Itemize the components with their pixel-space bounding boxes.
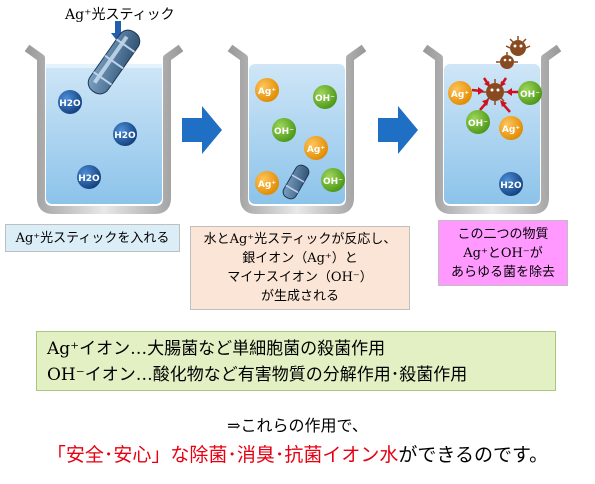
step2-line: 銀イオン（Ag⁺）と <box>242 251 358 266</box>
step2-line: 水とAg⁺光スティックが反応し、 <box>203 232 397 247</box>
h2o-ion: H2O <box>58 90 82 114</box>
oh-ion: OH⁻ <box>466 110 490 134</box>
flow-arrow-2 <box>378 106 418 154</box>
ag-ion: Ag⁺ <box>448 81 472 105</box>
flow-arrow-1 <box>182 106 222 154</box>
svg-text:Ag⁺: Ag⁺ <box>502 125 520 135</box>
step2-caption: 水とAg⁺光スティックが反応し、 銀イオン（Ag⁺）と マイナスイオン（OH⁻）… <box>190 226 410 310</box>
effect-ag: Ag⁺イオン…大腸菌など単細胞菌の殺菌作用 <box>47 339 386 359</box>
germ-icon <box>496 52 518 69</box>
ag-ion: Ag⁺ <box>255 171 279 195</box>
step1-text: Ag⁺光スティックを入れる <box>15 230 170 246</box>
step3-line: あらゆる菌を除去 <box>450 264 555 280</box>
svg-text:Ag⁺: Ag⁺ <box>451 90 469 100</box>
conclusion-line2: 「安全･安心」な除菌･消臭･抗菌イオン水ができるのです。 <box>0 440 595 467</box>
oh-ion: OH⁻ <box>313 85 337 109</box>
h2o-ion: H2O <box>113 122 137 146</box>
svg-text:H2O: H2O <box>59 99 81 109</box>
conclusion-tail: ができるのです。 <box>398 444 549 466</box>
svg-text:H2O: H2O <box>114 131 136 141</box>
svg-text:H2O: H2O <box>500 181 522 191</box>
svg-text:Ag⁺: Ag⁺ <box>258 87 276 97</box>
ag-ion: Ag⁺ <box>499 116 523 140</box>
light-stick <box>87 29 141 95</box>
conclusion-line1: ⇒これらの作用で、 <box>227 416 368 435</box>
beaker-3 <box>422 44 562 214</box>
ag-ion: Ag⁺ <box>304 136 328 160</box>
attack-arrows <box>471 77 519 113</box>
oh-ion: OH⁻ <box>518 81 542 105</box>
svg-text:OH⁻: OH⁻ <box>468 119 488 129</box>
step2-line: が生成される <box>260 289 339 304</box>
step3-caption: この二つの物質 Ag⁺とOH⁻が あらゆる菌を除去 <box>438 220 568 286</box>
svg-text:OH⁻: OH⁻ <box>323 177 343 187</box>
stick-label: Ag⁺光スティック <box>65 7 175 23</box>
light-stick-small <box>282 164 310 200</box>
step2-line: マイナスイオン（OH⁻） <box>227 270 373 285</box>
step1-caption: Ag⁺光スティックを入れる <box>5 224 180 252</box>
effects-box: Ag⁺イオン…大腸菌など単細胞菌の殺菌作用 OH⁻イオン…酸化物など有害物質の分… <box>36 331 556 391</box>
oh-ion: OH⁻ <box>321 168 345 192</box>
effect-oh: OH⁻イオン…酸化物など有害物質の分解作用･殺菌作用 <box>47 365 468 385</box>
germ-icon <box>505 36 531 56</box>
svg-text:H2O: H2O <box>78 174 100 184</box>
step3-line: Ag⁺とOH⁻が <box>463 245 543 261</box>
svg-text:Ag⁺: Ag⁺ <box>258 180 276 190</box>
diagram-svg: H2O H2O H2O Ag⁺ OH⁻ OH⁻ Ag⁺ Ag⁺ OH⁻ <box>24 21 562 214</box>
h2o-ion: H2O <box>499 172 523 196</box>
svg-text:OH⁻: OH⁻ <box>274 127 294 137</box>
conclusion-highlight: 「安全･安心」な除菌･消臭･抗菌イオン水 <box>46 444 399 466</box>
svg-text:Ag⁺: Ag⁺ <box>307 145 325 155</box>
ag-ion: Ag⁺ <box>255 78 279 102</box>
step3-line: この二つの物質 <box>457 226 549 242</box>
oh-ion: OH⁻ <box>272 118 296 142</box>
germ-icon <box>482 79 508 105</box>
h2o-ion: H2O <box>77 165 101 189</box>
svg-text:OH⁻: OH⁻ <box>315 94 335 104</box>
svg-text:OH⁻: OH⁻ <box>520 90 540 100</box>
